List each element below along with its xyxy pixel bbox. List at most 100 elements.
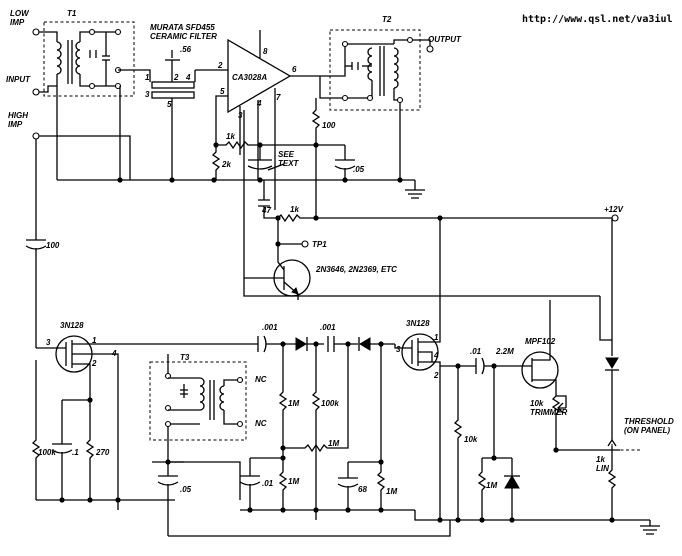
filter-pin-3: 3 <box>145 90 150 99</box>
mpf-label: MPF102 <box>525 337 556 346</box>
see-text-capacitor <box>247 145 273 170</box>
capacitor-001-a <box>257 335 267 353</box>
c-100-label: 100 <box>46 241 60 250</box>
ic-label: CA3028A <box>232 73 267 82</box>
fet-3n128-b <box>394 218 441 520</box>
resistor-270 <box>85 366 95 500</box>
c-05-out-label: .05 <box>353 165 365 174</box>
npn-transistor <box>244 244 311 300</box>
diode-d <box>605 357 619 369</box>
fet1-pin-1: 1 <box>92 336 97 345</box>
c-001-b-label: .001 <box>320 323 336 332</box>
fet2-pin-2: 2 <box>433 371 439 380</box>
resistor-1m-d <box>376 344 386 510</box>
capacitor-68 <box>337 462 359 510</box>
t2-transformer <box>319 29 421 111</box>
resistor-1m-e <box>477 458 487 520</box>
r-100-out-label: 100 <box>322 121 336 130</box>
filter-pin-1: 1 <box>145 73 150 82</box>
ic-pin-7: 7 <box>276 93 281 102</box>
resistor-1m-c <box>278 448 288 510</box>
ca3028a-amplifier <box>195 30 320 210</box>
resistor-100k-b <box>31 360 41 500</box>
transistor-label: 2N3646, 2N2369, ETC <box>315 265 397 274</box>
ic-pin-3: 3 <box>238 111 243 120</box>
resistor-10k <box>440 365 463 520</box>
fet2-pin-3: 3 <box>396 345 401 354</box>
threshold-potentiometer <box>607 438 617 520</box>
tp1-label: TP1 <box>312 240 327 249</box>
fet-3n128-a <box>36 335 100 373</box>
c-1-label: .1 <box>72 448 79 457</box>
diode-c <box>504 475 520 489</box>
fet2-pin-1: 1 <box>434 333 439 342</box>
ground-symbol-top <box>405 180 425 199</box>
r-270-label: 270 <box>95 448 110 457</box>
resistor-100-out <box>311 98 321 145</box>
t3-label: T3 <box>180 353 190 362</box>
c-68-label: 68 <box>358 485 367 494</box>
nc1-label: NC <box>255 375 267 384</box>
r-1m-a-label: 1M <box>288 399 299 408</box>
ic-pin-4: 4 <box>256 99 262 108</box>
r-1m-e-label: 1M <box>486 481 497 490</box>
c-01-b-label: .01 <box>262 479 274 488</box>
capacitor-1 <box>51 400 73 500</box>
threshold-label: THRESHOLD(ON PANEL) <box>624 417 674 435</box>
ic-pin-6: 6 <box>292 65 297 74</box>
low-imp-terminal <box>32 28 40 36</box>
r-1m-b-label: 1M <box>328 439 339 448</box>
diode-b <box>359 337 371 351</box>
r-100k-a-label: 100k <box>321 399 339 408</box>
c-01-a-label: .01 <box>470 347 482 356</box>
c-05-low-label: .05 <box>180 485 192 494</box>
r-1k-a-label: 1k <box>226 132 235 141</box>
t1-transformer <box>39 21 135 97</box>
input-ground-terminal <box>32 88 40 96</box>
fet-mpf102 <box>500 300 559 392</box>
capacitor-05-out <box>334 145 356 180</box>
fet2-label: 3N128 <box>406 319 430 328</box>
r-1m-d-label: 1M <box>386 487 397 496</box>
t3-transformer <box>149 354 247 441</box>
t1-label: T1 <box>67 9 77 18</box>
r-1m-c-label: 1M <box>288 477 299 486</box>
trimmer-resistor <box>551 392 561 424</box>
r-10k-label: 10k <box>464 435 478 444</box>
capacitor-001-b <box>327 336 335 352</box>
ceramic-filter <box>118 50 196 180</box>
resistor-1m-b <box>283 344 349 453</box>
r-2-2m-label: 2.2M <box>495 347 514 356</box>
c-001-a-label: .001 <box>262 323 278 332</box>
c56-label: .56 <box>180 45 192 54</box>
resistor-1k-a <box>216 140 316 150</box>
input-label: INPUT <box>6 75 31 84</box>
filter-pin-4: 4 <box>185 73 191 82</box>
resistor-1m-a <box>278 344 288 448</box>
filter-pin-5: 5 <box>167 100 172 109</box>
fet1-pin-2: 2 <box>91 359 97 368</box>
r-100k-b-label: 100k <box>38 448 56 457</box>
t2-label: T2 <box>382 15 392 24</box>
fet2-pin-4: 4 <box>433 351 439 360</box>
high-imp-terminal <box>32 132 40 140</box>
url-text: http://www.qsl.net/va3iul <box>522 13 673 25</box>
resistor-2k <box>211 145 221 180</box>
output-terminal <box>426 45 434 53</box>
diode-a <box>295 337 307 351</box>
ic-pin-8: 8 <box>263 47 268 56</box>
fet1-label: 3N128 <box>60 321 84 330</box>
ground-symbol-bottom <box>640 520 660 535</box>
resistor-100k-a <box>311 344 321 520</box>
capacitor-05-low <box>157 462 179 536</box>
capacitor-01-b <box>239 458 261 510</box>
capacitor-01-a <box>458 357 500 375</box>
fet1-pin-3: 3 <box>46 338 51 347</box>
tp1-terminal <box>301 240 309 248</box>
